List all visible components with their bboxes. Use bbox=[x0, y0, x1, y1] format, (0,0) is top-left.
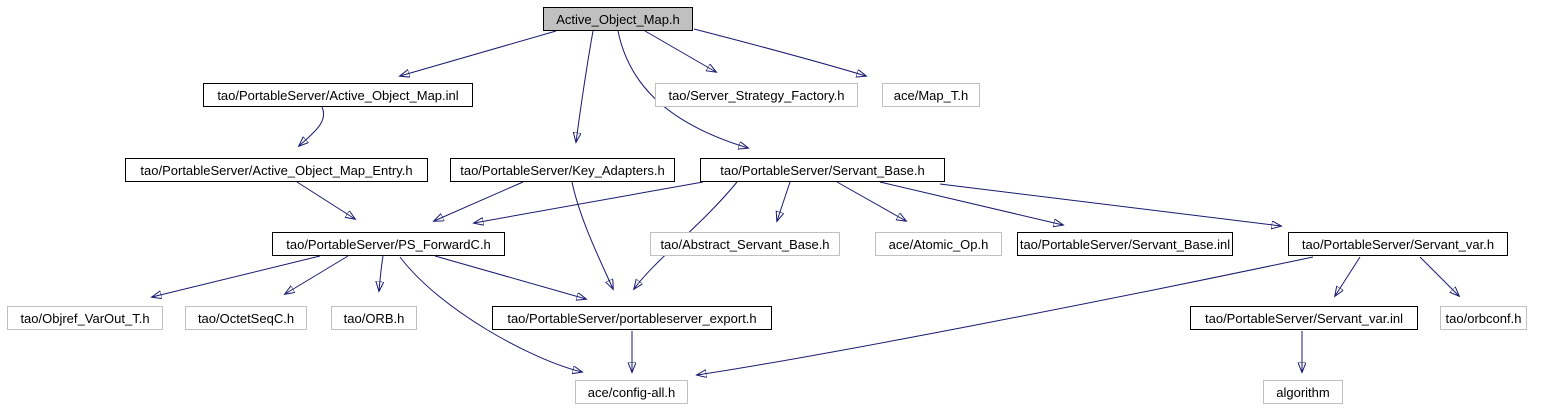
node-abstract-servant-base-h: tao/Abstract_Servant_Base.h bbox=[650, 232, 840, 256]
node-atomic-op-h: ace/Atomic_Op.h bbox=[875, 232, 1002, 256]
edge-psf_h-to-osc_h bbox=[285, 255, 349, 294]
node-label: ace/Atomic_Op.h bbox=[888, 236, 989, 252]
node-label: tao/PortableServer/Servant_var.inl bbox=[1205, 310, 1403, 326]
node-active-object-map-h: Active_Object_Map.h bbox=[543, 7, 693, 31]
edge-aome_h-to-psf_h bbox=[296, 181, 355, 219]
node-label: tao/Objref_VarOut_T.h bbox=[20, 310, 150, 326]
node-orb-h: tao/ORB.h bbox=[331, 306, 417, 330]
node-label: tao/ORB.h bbox=[343, 310, 405, 326]
node-label: tao/orbconf.h bbox=[1445, 310, 1522, 326]
edge-sv_h-to-orbconf_h bbox=[1419, 256, 1459, 296]
edge-psf_h-to-pse_h bbox=[434, 255, 586, 299]
node-octetseqc-h: tao/OctetSeqC.h bbox=[185, 306, 307, 330]
node-label: Active_Object_Map.h bbox=[556, 11, 680, 27]
node-label: tao/PortableServer/Active_Object_Map_Ent… bbox=[140, 162, 413, 178]
edge-aom_inl-to-aome_h bbox=[299, 106, 325, 146]
node-label: algorithm bbox=[1276, 384, 1330, 400]
node-server-strategy-factory-h: tao/Server_Strategy_Factory.h bbox=[655, 83, 858, 107]
edge-ka_h-to-psf_h bbox=[434, 181, 524, 221]
node-label: tao/PortableServer/PS_ForwardC.h bbox=[286, 236, 491, 252]
node-label: ace/config-all.h bbox=[587, 384, 676, 400]
edge-sb_h-to-psf_h bbox=[474, 181, 704, 223]
node-config-all-h: ace/config-all.h bbox=[575, 380, 688, 404]
node-active-object-map-entry-h[interactable]: tao/PortableServer/Active_Object_Map_Ent… bbox=[125, 158, 428, 182]
edge-ka_h-to-pse_h bbox=[571, 181, 613, 289]
edge-sb_h-to-sb_inl bbox=[879, 181, 1063, 225]
edge-sb_h-to-sv_h bbox=[939, 183, 1281, 226]
edge-aom_h-to-ka_h bbox=[576, 30, 594, 142]
edge-sb_h-to-asb_h bbox=[777, 181, 791, 221]
edge-sv_h-to-sv_inl bbox=[1335, 256, 1361, 296]
node-label: tao/PortableServer/Servant_Base.h bbox=[720, 162, 925, 178]
node-label: tao/Abstract_Servant_Base.h bbox=[660, 236, 830, 252]
node-servant-var-h[interactable]: tao/PortableServer/Servant_var.h bbox=[1288, 232, 1508, 256]
edge-psf_h-to-ovt_h bbox=[152, 255, 321, 297]
node-label: ace/Map_T.h bbox=[893, 87, 969, 103]
node-servant-base-inl[interactable]: tao/PortableServer/Servant_Base.inl bbox=[1017, 232, 1233, 256]
node-objref-varout-t-h: tao/Objref_VarOut_T.h bbox=[7, 306, 163, 330]
edge-psf_h-to-ca_h bbox=[399, 256, 582, 372]
node-portableserver-export-h[interactable]: tao/PortableServer/portableserver_export… bbox=[492, 306, 772, 330]
edge-aom_h-to-aom_inl bbox=[400, 30, 557, 76]
node-label: tao/PortableServer/Active_Object_Map.inl bbox=[217, 87, 459, 103]
edge-sb_h-to-ao_h bbox=[836, 181, 906, 221]
node-label: tao/OctetSeqC.h bbox=[197, 310, 295, 326]
edge-sv_h-to-ca_h bbox=[697, 256, 1314, 375]
node-ps-forwardc-h[interactable]: tao/PortableServer/PS_ForwardC.h bbox=[272, 232, 505, 256]
node-orbconf-h: tao/orbconf.h bbox=[1440, 306, 1527, 330]
edge-aom_h-to-map_t bbox=[693, 28, 866, 76]
node-active-object-map-inl[interactable]: tao/PortableServer/Active_Object_Map.inl bbox=[203, 83, 473, 107]
node-servant-base-h[interactable]: tao/PortableServer/Servant_Base.h bbox=[700, 158, 945, 182]
edge-aom_h-to-sb_h bbox=[617, 30, 748, 148]
edge-psf_h-to-orb_h bbox=[379, 255, 383, 291]
node-key-adapters-h[interactable]: tao/PortableServer/Key_Adapters.h bbox=[450, 158, 675, 182]
edge-aom_h-to-ssf_h bbox=[644, 30, 716, 72]
node-label: tao/PortableServer/portableserver_export… bbox=[507, 310, 757, 326]
node-servant-var-inl[interactable]: tao/PortableServer/Servant_var.inl bbox=[1190, 306, 1418, 330]
node-algorithm: algorithm bbox=[1263, 380, 1343, 404]
node-label: tao/PortableServer/Servant_var.h bbox=[1301, 236, 1495, 252]
node-label: tao/PortableServer/Key_Adapters.h bbox=[460, 162, 665, 178]
node-label: tao/PortableServer/Servant_Base.inl bbox=[1019, 236, 1231, 252]
node-label: tao/Server_Strategy_Factory.h bbox=[668, 87, 845, 103]
node-map-t-h: ace/Map_T.h bbox=[882, 83, 980, 107]
